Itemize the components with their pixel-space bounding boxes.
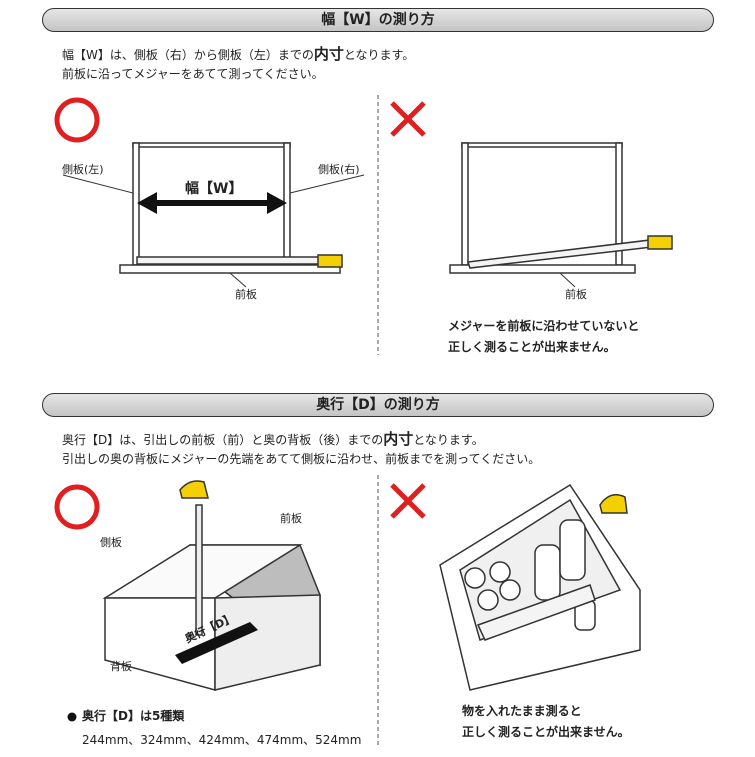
depth-desc-line1: 奥行【D】は、引出しの前板（前）と奥の背板（後）までの内寸となります。 [62,428,484,449]
width-section-header: 幅【W】の測り方 [42,8,714,32]
width-arrow-label: 幅【W】 [185,181,243,197]
desc-text: 幅【W】は、側板（右）から側板（左）までの [62,48,314,62]
width-ng-note-2: 正しく測ることが出来ません。 [448,340,616,354]
depth-section-header: 奥行【D】の測り方 [42,393,714,417]
label-back: 背板 [110,660,132,673]
ng-cross-icon-2 [390,483,426,519]
depth-desc-line2: 引出しの奥の背板にメジャーの先端をあてて側板に沿わせ、前板までを測ってください。 [62,452,541,466]
ng-cross-icon [390,101,426,137]
depth-types-title: 奥行【D】は5種類 [82,709,185,723]
width-arrow [137,192,287,214]
depth-ok-drawer [102,480,321,691]
label-side-right: 側板(右) [318,163,360,176]
desc-text: 奥行【D】は、引出しの前板（前）と奥の背板（後）までの [62,433,384,447]
width-ng-drawer [449,142,673,288]
ok-circle-icon [54,97,100,143]
desc-bold: 内寸 [383,430,414,448]
depth-sizes: 244mm、324mm、424mm、474mm、524mm [82,733,362,747]
ok-circle-icon-2 [54,484,100,530]
width-ok-drawer [62,142,365,288]
label-side: 側板 [100,536,122,549]
width-desc-line2: 前板に沿ってメジャーをあてて測ってください。 [62,67,324,81]
label-front: 前板 [280,512,302,525]
label-front-ng: 前板 [565,288,587,301]
desc-text: となります。 [343,48,415,62]
depth-ng-drawer [439,483,641,691]
desc-text: となります。 [413,433,484,447]
desc-bold: 内寸 [313,45,344,63]
width-desc-line1: 幅【W】は、側板（右）から側板（左）までの内寸となります。 [62,43,414,64]
bullet-icon [67,712,77,722]
label-side-left: 側板(左) [62,163,104,176]
label-front: 前板 [235,288,257,301]
depth-ng-note-2: 正しく測ることが出来ません。 [462,725,630,739]
width-ng-note-1: メジャーを前板に沿わせていないと [448,319,640,333]
depth-ng-note-1: 物を入れたまま測ると [462,704,582,718]
